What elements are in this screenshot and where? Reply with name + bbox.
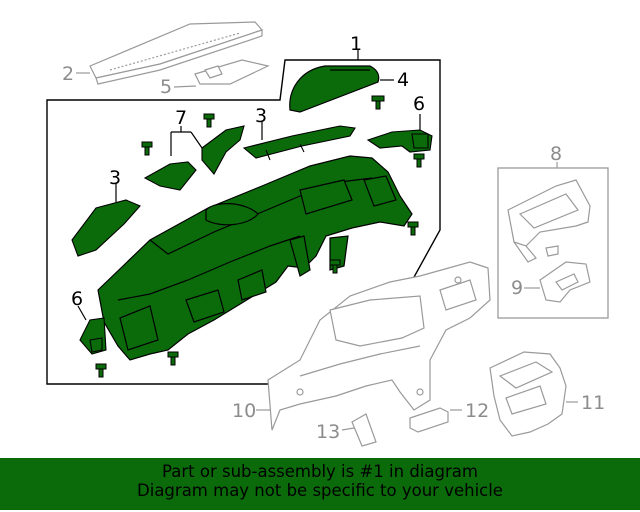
screw-icon: [141, 113, 215, 156]
callout-13[interactable]: 13: [316, 421, 340, 443]
part-11-frame[interactable]: [489, 351, 567, 437]
callout-4[interactable]: 4: [397, 69, 409, 91]
screw-icon: [95, 363, 107, 378]
callout-8[interactable]: 8: [550, 143, 562, 165]
callout-11[interactable]: 11: [581, 392, 605, 414]
info-banner: Part or sub-assembly is #1 in diagram Di…: [0, 458, 640, 510]
part-7-duct-right[interactable]: [201, 125, 245, 175]
part-10-cross-car-beam[interactable]: [267, 261, 491, 431]
part-4-top-cover[interactable]: [289, 65, 380, 113]
callout-3-upper[interactable]: 3: [255, 105, 267, 127]
screw-icon: [167, 221, 419, 366]
banner-line-disclaimer: Diagram may not be specific to your vehi…: [137, 481, 503, 500]
callout-10[interactable]: 10: [232, 400, 256, 422]
part-3-trim-strip-upper[interactable]: [242, 125, 356, 161]
callout-5[interactable]: 5: [160, 76, 172, 98]
assembly-1-boundary: [46, 59, 441, 385]
part-1-instrument-panel[interactable]: [97, 155, 413, 361]
assembly-8-boundary: [497, 167, 609, 319]
part-7-duct-left[interactable]: [143, 161, 197, 191]
callout-6-leader-left: [77, 305, 87, 321]
callout-2[interactable]: 2: [62, 63, 74, 85]
callout-7-leader: [170, 126, 203, 156]
part-5-bracket[interactable]: [194, 59, 270, 85]
part-6-bracket-left[interactable]: [79, 317, 107, 355]
callout-12[interactable]: 12: [465, 400, 489, 422]
callout-5-leader: [173, 85, 197, 88]
banner-line-part-info: Part or sub-assembly is #1 in diagram: [162, 462, 478, 481]
callout-6-right[interactable]: 6: [413, 93, 425, 115]
screw-icon: [413, 153, 425, 168]
callout-3-left[interactable]: 3: [109, 167, 121, 189]
part-8-bracket-assembly[interactable]: [507, 179, 591, 263]
part-6-bracket-right[interactable]: [366, 129, 433, 153]
callout-9[interactable]: 9: [511, 277, 523, 299]
part-13-clip[interactable]: [351, 413, 377, 447]
part-12-panel[interactable]: [409, 407, 449, 433]
callout-7[interactable]: 7: [175, 107, 187, 129]
part-9-bracket[interactable]: [539, 261, 591, 303]
callout-1[interactable]: 1: [350, 33, 362, 55]
callout-13-leader: [341, 427, 355, 431]
part-2-defroster-panel[interactable]: [89, 21, 264, 85]
part-3-trim-side-left[interactable]: [71, 199, 141, 257]
callout-6-left[interactable]: 6: [71, 288, 83, 310]
screw-icon: [371, 95, 385, 110]
